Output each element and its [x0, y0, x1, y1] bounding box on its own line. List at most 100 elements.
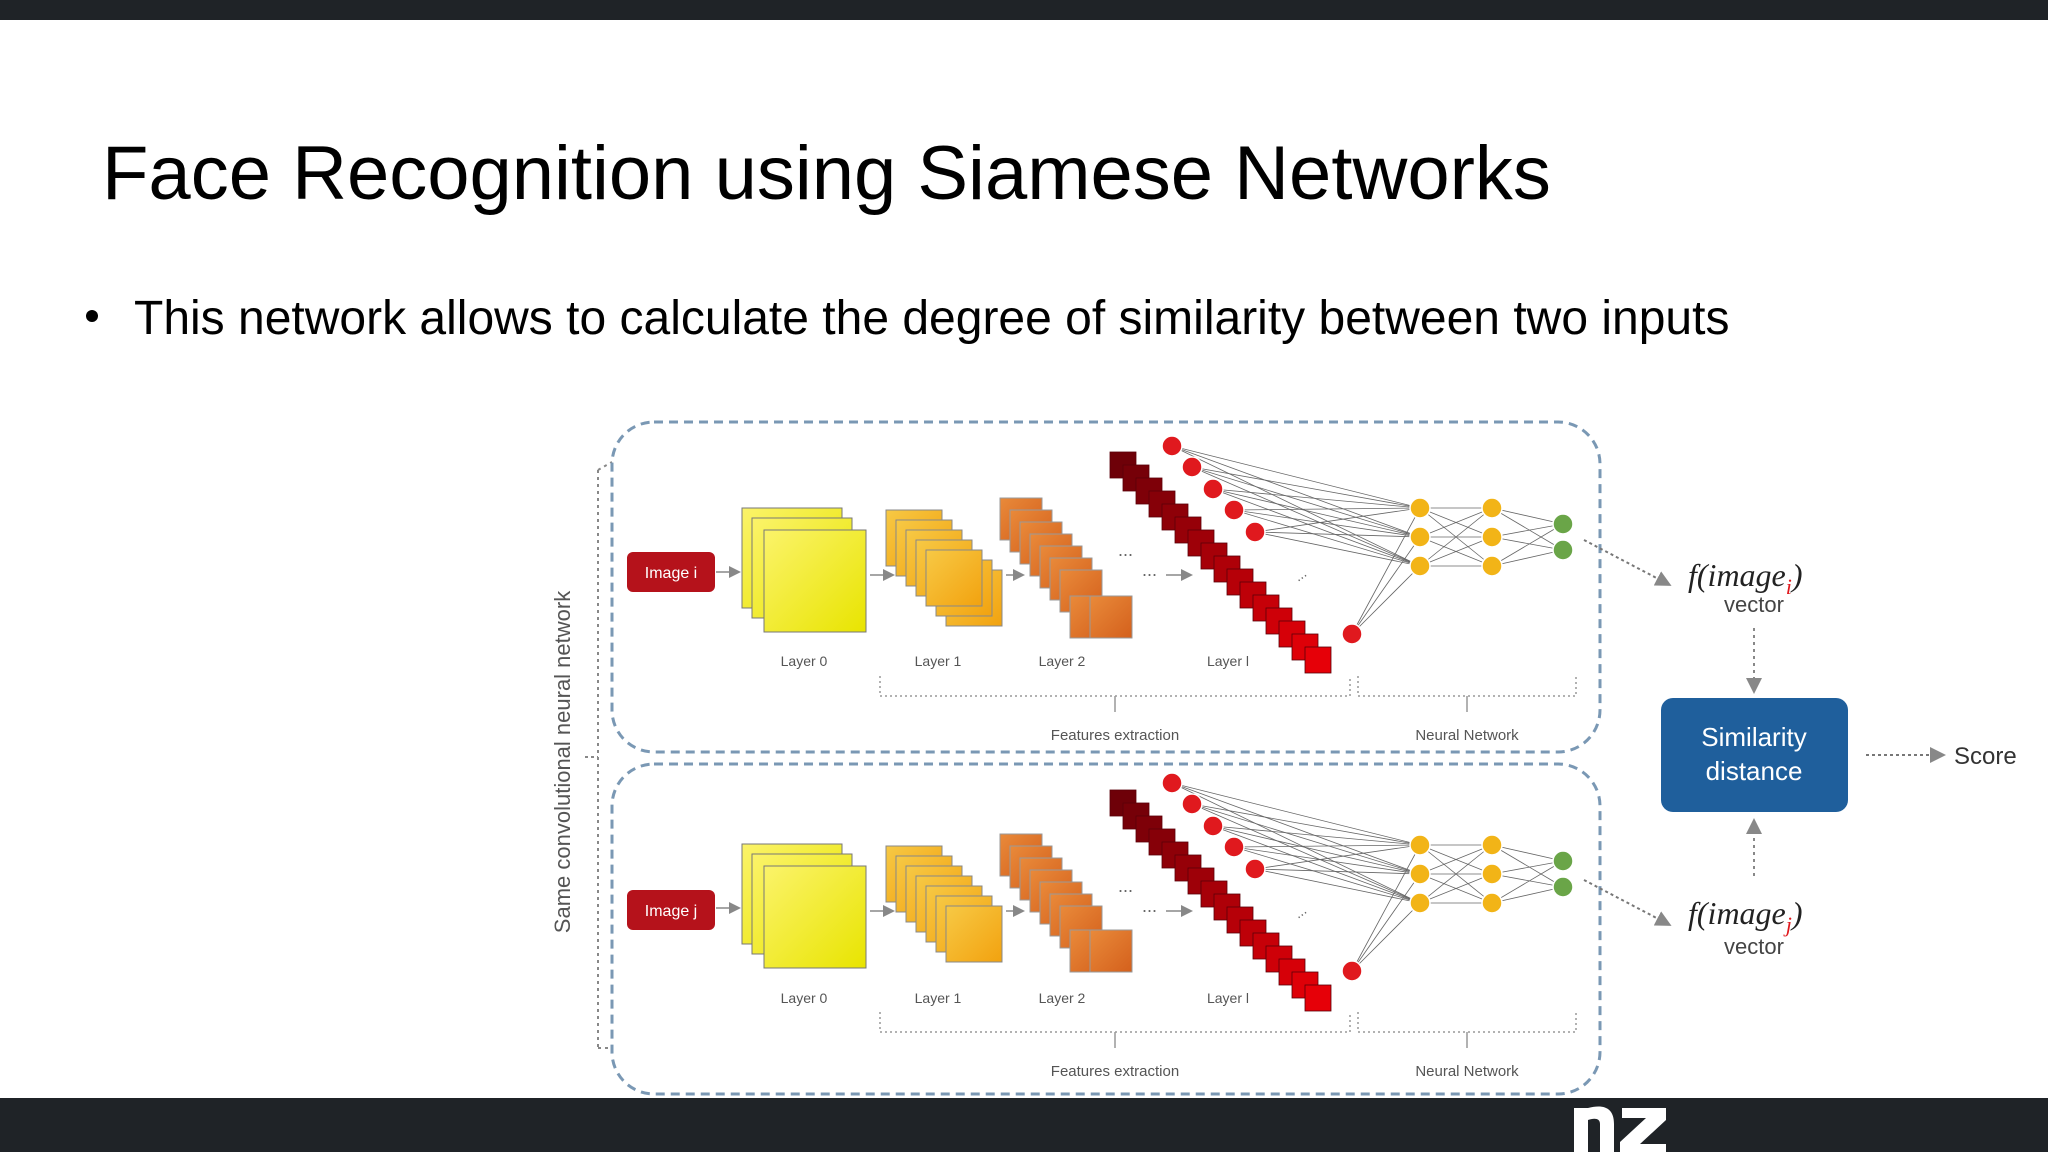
- branch-bottom-border: [610, 762, 1602, 1096]
- input-label-j: Image j: [645, 903, 697, 920]
- nn-top: ...: [1161, 435, 1574, 645]
- layer2-label-j: Layer 2: [1039, 990, 1086, 1006]
- strip-cell: [1304, 984, 1332, 1012]
- nn-connection: [1212, 825, 1421, 875]
- neuron-yellow: [1409, 834, 1431, 856]
- side-label: Same convolutional neural network: [550, 590, 575, 933]
- nn-connection: [1233, 507, 1421, 511]
- nn-connection: [1233, 846, 1421, 875]
- nn-label-j: Neural Network: [1415, 1063, 1519, 1080]
- bullet-dot: [86, 310, 98, 322]
- nn-connection: [1254, 531, 1421, 538]
- input-label-i: Image i: [645, 565, 697, 582]
- output-fn-i-sub: i: [1786, 574, 1792, 599]
- neuron-red: [1223, 836, 1245, 858]
- neuron-yellow: [1481, 497, 1503, 519]
- nn-connection: [1254, 868, 1421, 875]
- svg-text:...: ...: [1142, 560, 1157, 580]
- output-fn-i-close: ): [1790, 557, 1803, 593]
- neuron-green: [1552, 850, 1574, 872]
- bottom-bar: [0, 1098, 2048, 1152]
- layer-l-strip-j: [1109, 789, 1332, 1012]
- nn-connection: [1491, 523, 1564, 567]
- nn-connection: [1171, 445, 1421, 538]
- neuron-yellow: [1481, 863, 1503, 885]
- nn-connection: [1419, 507, 1493, 567]
- nn-connection: [1212, 488, 1421, 538]
- nn-connection: [1351, 902, 1421, 972]
- nn-connection: [1171, 445, 1421, 567]
- nn-connection: [1191, 803, 1421, 875]
- svg-text:...: ...: [1142, 896, 1157, 916]
- neuron-yellow: [1481, 555, 1503, 577]
- similarity-line2: distance: [1706, 756, 1803, 786]
- nn-connection: [1419, 844, 1493, 875]
- similarity-line1: Similarity: [1701, 722, 1806, 752]
- layer2-stack-j: [999, 833, 1133, 973]
- side-bracket: [585, 461, 613, 1049]
- layer1-label-j: Layer 1: [915, 990, 962, 1006]
- neuron-red: [1223, 499, 1245, 521]
- nn-connection: [1254, 507, 1421, 533]
- svg-text:...: ...: [1118, 876, 1133, 896]
- nn-connection: [1491, 507, 1564, 525]
- layer0-label-j: Layer 0: [781, 990, 828, 1006]
- nn-connection: [1191, 466, 1421, 509]
- top-bar: [0, 0, 2048, 20]
- output-fn-i-main: f(image: [1688, 557, 1786, 593]
- output-fn-j: f(imagej): [1688, 895, 1803, 937]
- nn-connection: [1212, 825, 1421, 846]
- layer1-label-i: Layer 1: [915, 653, 962, 669]
- logo-mark: [1574, 1094, 1666, 1152]
- layer0-stack-j: [741, 843, 867, 969]
- nn-connection: [1191, 466, 1421, 538]
- neuron-red: [1181, 456, 1203, 478]
- neuron-red: [1202, 478, 1224, 500]
- nn-connection: [1191, 803, 1421, 846]
- nn-connection: [1233, 844, 1421, 848]
- layer-l-strip: [1109, 451, 1332, 674]
- nn-connection: [1254, 868, 1421, 904]
- nn-connection: [1491, 549, 1564, 567]
- nn-connection: [1419, 507, 1493, 538]
- ellipsis-mark: ...: [1291, 902, 1310, 922]
- nn-connection: [1233, 509, 1421, 538]
- nn-connection: [1419, 844, 1493, 904]
- neuron-red: [1244, 858, 1266, 880]
- nn-connection: [1254, 844, 1421, 870]
- neuron-red: [1341, 623, 1363, 645]
- neuron-green: [1552, 539, 1574, 561]
- features-label-j: Features extraction: [1051, 1063, 1179, 1080]
- nn-connection: [1212, 488, 1421, 509]
- nn-connection: [1351, 507, 1421, 635]
- nn-connection: [1351, 844, 1421, 972]
- bullet-text: This network allows to calculate the deg…: [134, 292, 1730, 345]
- nn-connection: [1171, 782, 1421, 904]
- nn-connection: [1491, 844, 1564, 862]
- nn-connection: [1191, 466, 1421, 567]
- nn-connection: [1491, 886, 1564, 904]
- layer2-stack: [999, 497, 1133, 639]
- nn-connection: [1212, 825, 1421, 904]
- output-fn-j-close: ): [1790, 895, 1803, 931]
- neuron-red: [1161, 435, 1183, 457]
- nn-connection: [1491, 523, 1564, 538]
- input-box-i: [627, 552, 715, 592]
- layer0-label-i: Layer 0: [781, 653, 828, 669]
- neuron-yellow: [1409, 526, 1431, 548]
- nn-connection: [1351, 536, 1421, 635]
- score-label: Score: [1954, 743, 2017, 770]
- nn-connection: [1419, 873, 1493, 904]
- nn-connection: [1491, 507, 1564, 551]
- output-fn-i: f(imagei): [1688, 557, 1803, 599]
- branch-top: Image i: [610, 420, 1602, 754]
- output-caption-j: vector: [1724, 934, 1784, 959]
- output-caption-i: vector: [1724, 592, 1784, 617]
- layer1-stack-j: [885, 845, 1003, 963]
- neuron-red: [1181, 793, 1203, 815]
- similarity-distance-box: [1661, 698, 1848, 812]
- ellipsis-mark: ...: [1291, 565, 1310, 585]
- nn-connection: [1212, 488, 1421, 567]
- layer2-label-i: Layer 2: [1039, 653, 1086, 669]
